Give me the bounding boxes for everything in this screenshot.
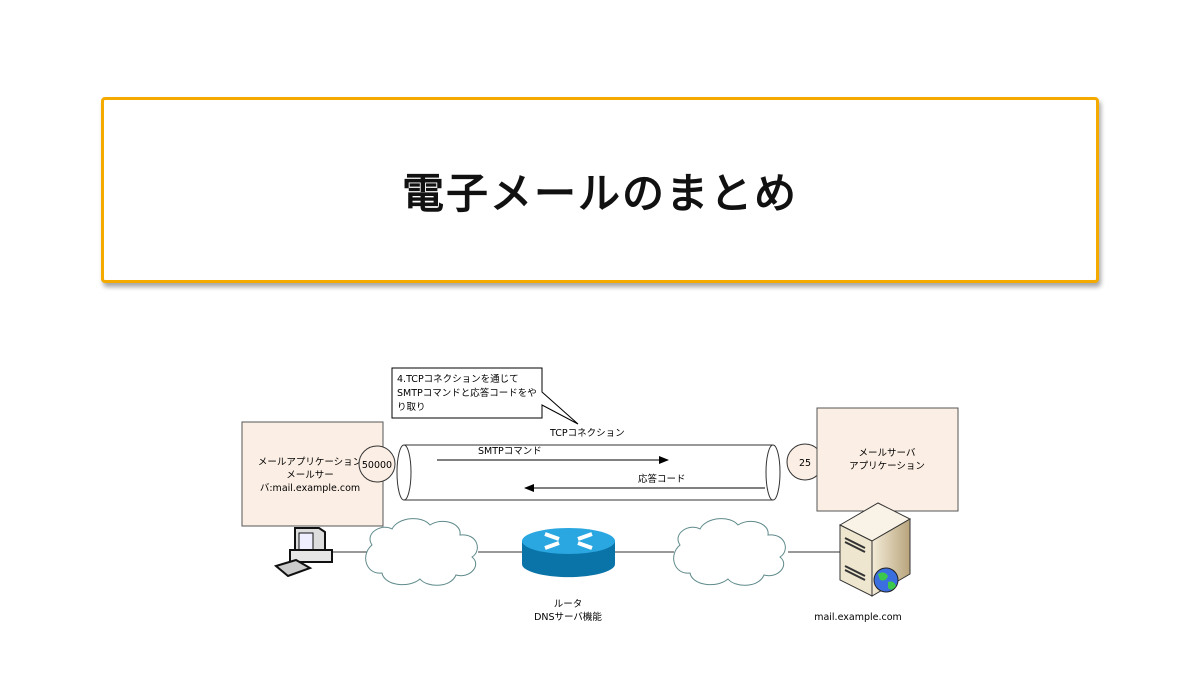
server-app-box: メールサーバ アプリケーション xyxy=(816,407,959,512)
tcp-connection-label: TCPコネクション xyxy=(549,428,625,439)
smtp-label: SMTPコマンド xyxy=(478,446,542,457)
callout-line-2: SMTPコマンドと応答コードをや xyxy=(397,387,537,399)
client-app-box: メールアプリケーション メールサー バ:mail.example.com xyxy=(241,421,384,527)
response-label: 応答コード xyxy=(638,473,686,485)
callout: 4.TCPコネクションを通じて SMTPコマンドと応答コードをや り取り xyxy=(391,367,579,425)
client-box-line-2: メールサー xyxy=(286,470,334,481)
server-box-line-1: メールサーバ xyxy=(859,448,916,459)
server-box-line-2: アプリケーション xyxy=(849,461,925,472)
server-hostname-label: mail.example.com xyxy=(814,612,902,623)
cloud-icon xyxy=(673,518,786,586)
server-port: 25 xyxy=(786,443,824,481)
router-label-1: ルータ xyxy=(554,599,583,610)
title-box: 電子メールのまとめ xyxy=(101,97,1099,283)
router-icon xyxy=(522,528,615,578)
callout-line-1: 4.TCPコネクションを通じて xyxy=(397,374,519,385)
router-label-2: DNSサーバ機能 xyxy=(534,611,602,623)
page-title: 電子メールのまとめ xyxy=(401,168,798,218)
server-port-label: 25 xyxy=(799,458,811,469)
client-port-label: 50000 xyxy=(362,460,392,471)
tcp-tube: SMTPコマンド 応答コード xyxy=(396,444,781,501)
callout-line-3: り取り xyxy=(397,402,426,413)
globe-icon xyxy=(873,567,899,593)
client-port: 50000 xyxy=(358,445,396,483)
cloud-icon xyxy=(365,518,478,586)
computer-icon xyxy=(273,527,333,578)
client-box-line-3: バ:mail.example.com xyxy=(260,483,360,494)
client-box-line-1: メールアプリケーション xyxy=(258,457,362,468)
